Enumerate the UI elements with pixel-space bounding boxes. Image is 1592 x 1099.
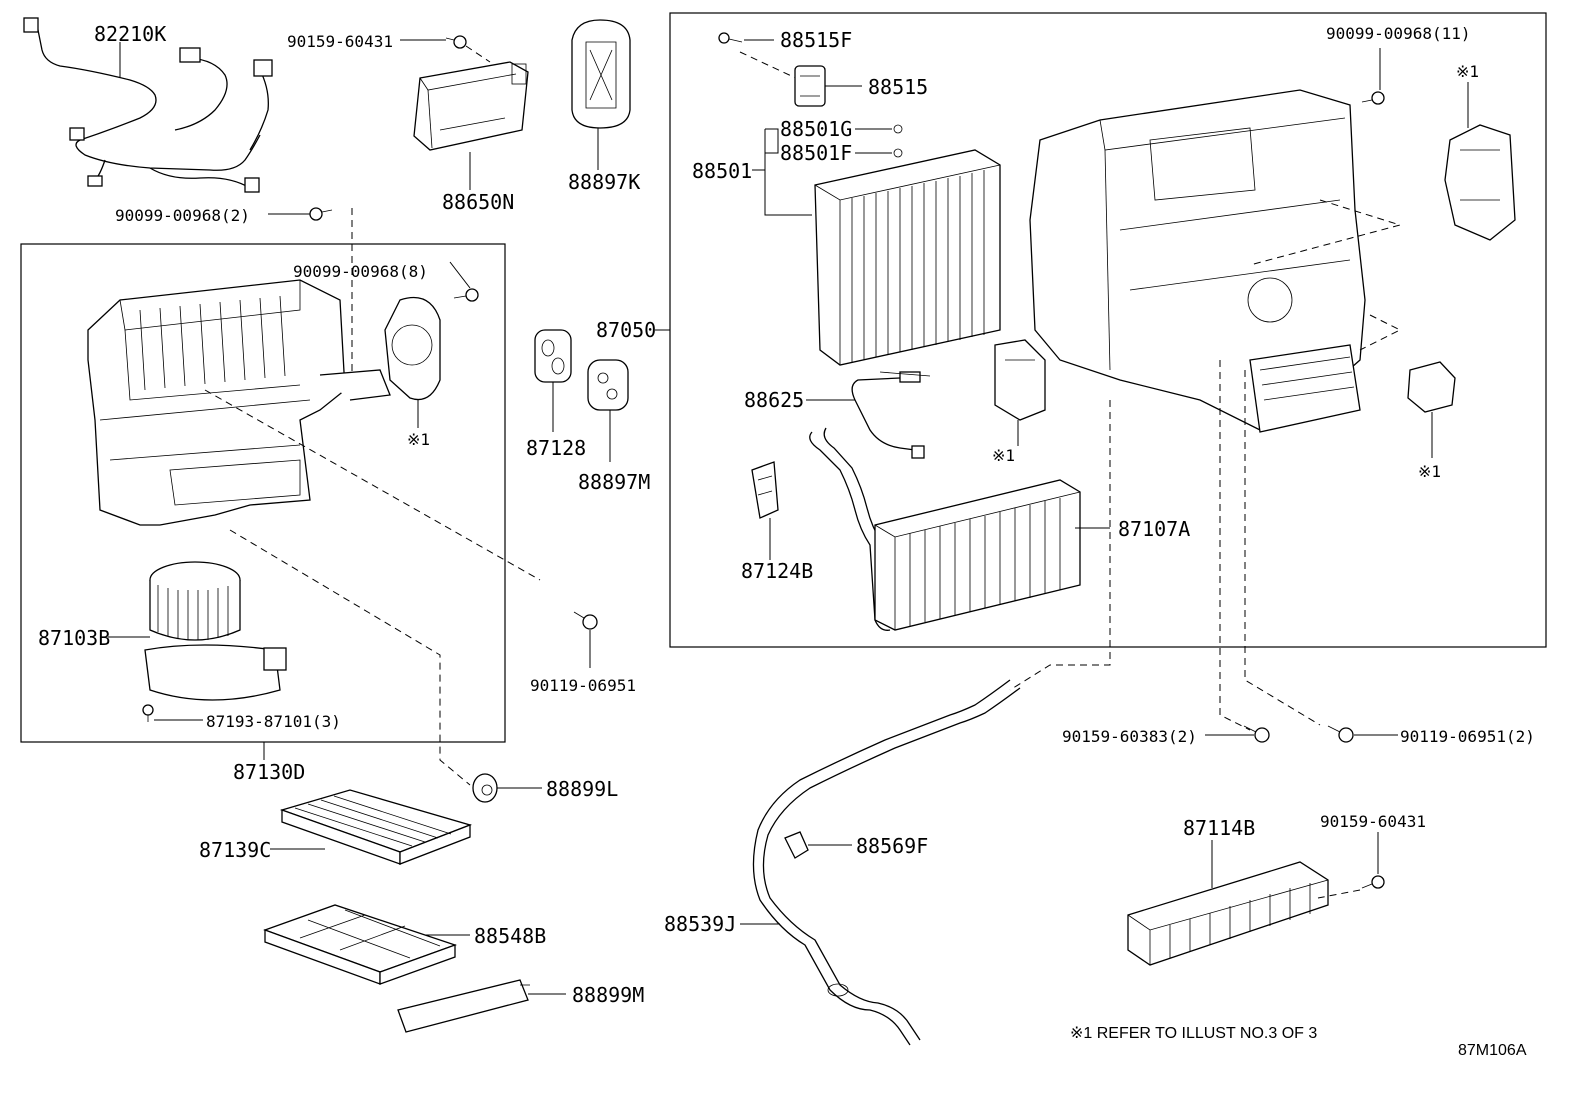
actuator-ref1-top-right [1444,124,1516,241]
cover-87114B [1127,861,1329,966]
label-90159-60431-top: 90159-60431 [287,32,393,51]
label-87050: 87050 [596,318,657,342]
label-90119-06951-2: 90119-06951(2) [1400,727,1535,746]
label-90099-00968-11: 90099-00968(11) [1326,24,1471,43]
label-87130D: 87130D [233,760,306,784]
grommet-88899L [472,773,498,803]
drain-hose-88539J [752,679,1021,1046]
label-ref1-lower-right: ※1 [1418,462,1442,481]
label-87128: 87128 [526,436,587,460]
label-90099-00968-2: 90099-00968(2) [115,206,250,225]
actuator-ref1-left [384,296,441,401]
label-90159-60431-right: 90159-60431 [1320,812,1426,831]
screw-90099-00968-2 [309,207,333,221]
module-88650N [413,61,529,151]
screw-90159-60431-right [1361,875,1385,889]
reference-note: ※1 REFER TO ILLUST NO.3 OF 3 [1070,1025,1318,1042]
label-88515F: 88515F [780,28,853,52]
label-90159-60383-2: 90159-60383(2) [1062,727,1197,746]
screw-90159-60383-2 [1243,725,1270,743]
heater-core-87107A [809,427,1081,631]
label-ref1-center: ※1 [992,446,1016,465]
blower-motor-87103B [144,561,287,701]
expansion-valve-88515 [794,65,826,107]
actuator-ref1-lower-right [1407,361,1456,413]
screw-88515F [718,32,743,44]
label-88501G: 88501G [780,117,853,141]
label-87103B: 87103B [38,626,111,650]
label-82210K: 82210K [94,22,167,46]
label-88625: 88625 [744,388,805,412]
screw-87193-87101-3 [142,704,154,722]
label-88897K: 88897K [568,170,641,194]
screw-90119-06951-2 [1327,725,1354,743]
label-88501: 88501 [692,159,753,183]
label-ref1-top-right: ※1 [1456,62,1480,81]
label-88899L: 88899L [546,777,619,801]
clip-88569F [784,831,809,859]
label-90099-00968-8: 90099-00968(8) [293,262,428,281]
label-88569F: 88569F [856,834,929,858]
evaporator-88501 [814,149,1001,366]
label-88897M: 88897M [578,470,651,494]
sensor-88625 [851,371,931,459]
bracket-87124B [751,461,779,519]
label-87107A: 87107A [1118,517,1191,541]
label-90119-06951: 90119-06951 [530,676,636,695]
screw-90099-00968-8 [453,288,479,302]
screw-90159-60431-top [445,35,467,49]
wire-harness-82210K [23,17,273,193]
blower-group-box [20,243,506,743]
o-ring-88501G [893,124,903,134]
label-87114B: 87114B [1183,816,1256,840]
filter-frame-88548B [263,904,457,985]
screw-90099-00968-11 [1361,91,1385,105]
seal-88897K [571,19,631,129]
label-88515: 88515 [868,75,929,99]
filter-87139C [279,789,473,865]
label-88501F: 88501F [780,141,853,165]
label-87124B: 87124B [741,559,814,583]
illustration-code: 87M106A [1458,1042,1527,1059]
screw-90119-06951 [573,611,598,630]
label-ref1-left: ※1 [407,430,431,449]
label-88899M: 88899M [572,983,645,1007]
actuator-ref1-center [994,339,1046,421]
hvac-case [1029,89,1366,433]
label-87139C: 87139C [199,838,272,862]
blower-housing [87,279,391,526]
label-88539J: 88539J [664,912,737,936]
seal-88897M [587,359,629,411]
cover-88899M [397,979,530,1033]
label-88548B: 88548B [474,924,547,948]
label-87193-87101-3: 87193-87101(3) [206,712,341,731]
o-ring-88501F [893,148,903,158]
label-88650N: 88650N [442,190,515,214]
seal-87128 [534,329,572,383]
